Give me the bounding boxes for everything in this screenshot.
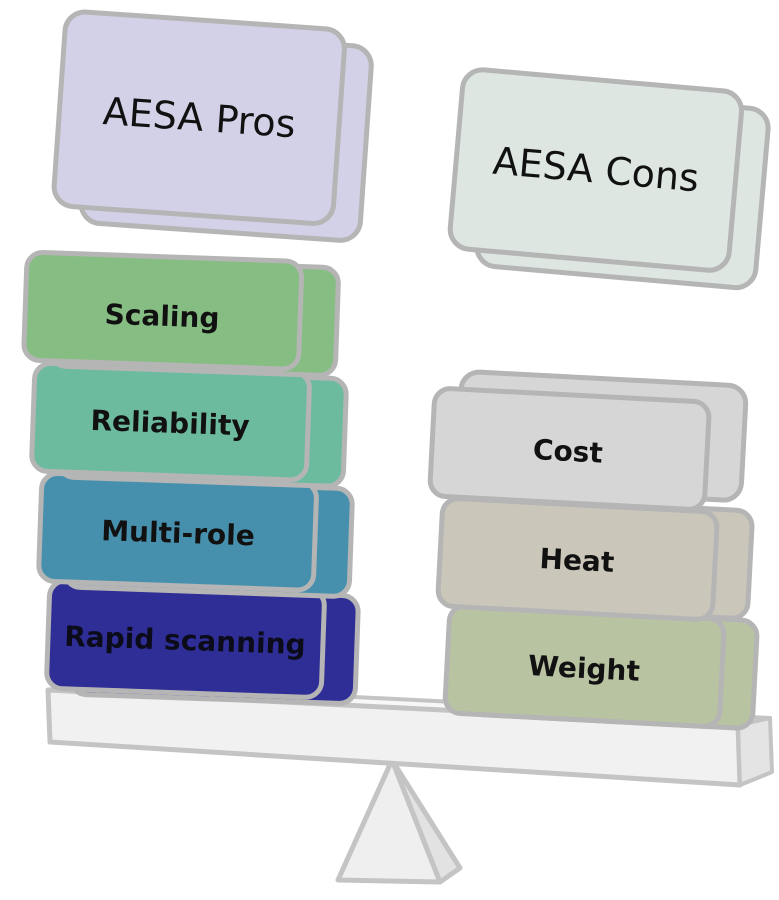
pro-block: Reliability: [29, 360, 349, 489]
con-block: Weight: [442, 603, 760, 731]
con-label-heat: Heat: [539, 542, 615, 579]
pro-label-reliability: Reliability: [90, 404, 250, 443]
pro-block: Multi-role: [36, 471, 355, 599]
pro-label-scaling: Scaling: [104, 298, 220, 335]
con-block: Cost: [427, 369, 749, 512]
con-label-weight: Weight: [527, 649, 640, 688]
pro-block: Scaling: [21, 250, 341, 378]
pro-label-multi-role: Multi-role: [101, 514, 256, 552]
pros-stack: Rapid scanning Multi-role Reliability Sc…: [21, 250, 361, 706]
con-block-face: [427, 386, 712, 512]
pro-block-face: [21, 250, 305, 372]
pro-block: Rapid scanning: [44, 578, 361, 706]
con-label-cost: Cost: [532, 433, 603, 470]
pros-header-block: AESA Pros: [51, 9, 374, 243]
con-block: Heat: [435, 494, 755, 622]
cons-header-block: AESA Cons: [447, 67, 771, 291]
cons-stack: Weight Heat Cost: [427, 369, 760, 731]
fulcrum: [335, 757, 463, 885]
